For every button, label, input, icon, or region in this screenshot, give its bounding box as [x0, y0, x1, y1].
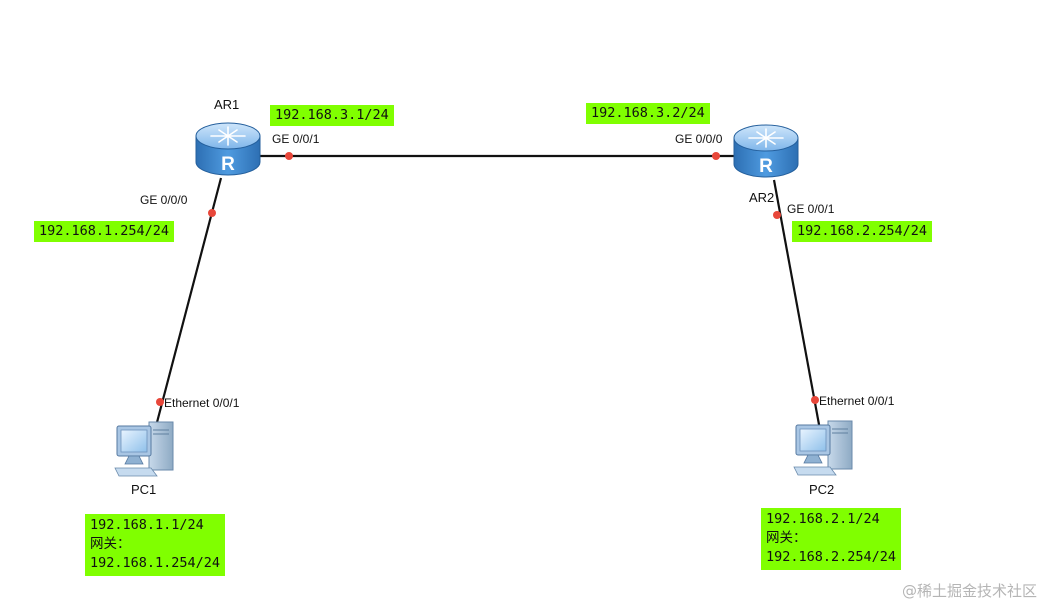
- pc-icon: [114, 421, 174, 477]
- ar2-label: AR2: [749, 190, 775, 205]
- pc2-ip: 192.168.2.1/24: [766, 511, 880, 527]
- port-dot-ar1-ge001: [285, 152, 293, 160]
- pc2-gateway: 192.168.2.254/24: [766, 549, 897, 565]
- router-ar1[interactable]: [195, 122, 261, 176]
- port-dot-ar2-ge000: [712, 152, 720, 160]
- port-dot-pc2-eth: [811, 396, 819, 404]
- ar1-ge000-label: GE 0/0/0: [140, 193, 188, 207]
- ip-label-ar1-ge000: 192.168.1.254/24: [34, 221, 175, 242]
- router-ar2[interactable]: [733, 124, 799, 178]
- pc-pc2[interactable]: [793, 420, 853, 476]
- ip-label-pc2: 192.168.2.1/24 网关： 192.168.2.254/24: [761, 508, 902, 570]
- port-dot-ar1-ge000: [208, 209, 216, 217]
- pc1-label: PC1: [131, 482, 157, 497]
- ip-label-pc1: 192.168.1.1/24 网关： 192.168.1.254/24: [85, 514, 226, 576]
- pc1-gateway-label: 网关：: [90, 536, 131, 552]
- pc1-ip: 192.168.1.1/24: [90, 517, 204, 533]
- ip-label-ar2-ge000: 192.168.3.2/24: [586, 103, 710, 124]
- pc2-gateway-label: 网关：: [766, 530, 807, 546]
- ar1-ge001-label: GE 0/0/1: [272, 132, 320, 146]
- watermark: @稀土掘金技术社区: [901, 582, 1037, 600]
- link-ar1-pc1: [153, 177, 223, 431]
- ip-label-ar2-ge001: 192.168.2.254/24: [792, 221, 933, 242]
- port-dot-pc1-eth: [156, 398, 164, 406]
- ar2-ge001-label: GE 0/0/1: [787, 202, 835, 216]
- ar1-label: AR1: [214, 97, 240, 112]
- ip-label-ar1-ge001: 192.168.3.1/24: [270, 105, 394, 126]
- pc1-gateway: 192.168.1.254/24: [90, 555, 221, 571]
- pc1-eth-label: Ethernet 0/0/1: [164, 396, 240, 410]
- ar2-ge000-label: GE 0/0/0: [675, 132, 723, 146]
- pc2-eth-label: Ethernet 0/0/1: [819, 394, 895, 408]
- port-dot-ar2-ge001: [773, 211, 781, 219]
- pc2-label: PC2: [809, 482, 835, 497]
- router-icon: [733, 124, 799, 178]
- router-icon: [195, 122, 261, 176]
- pc-icon: [793, 420, 853, 476]
- link-ar2-pc2: [772, 179, 822, 431]
- pc-pc1[interactable]: [114, 421, 174, 477]
